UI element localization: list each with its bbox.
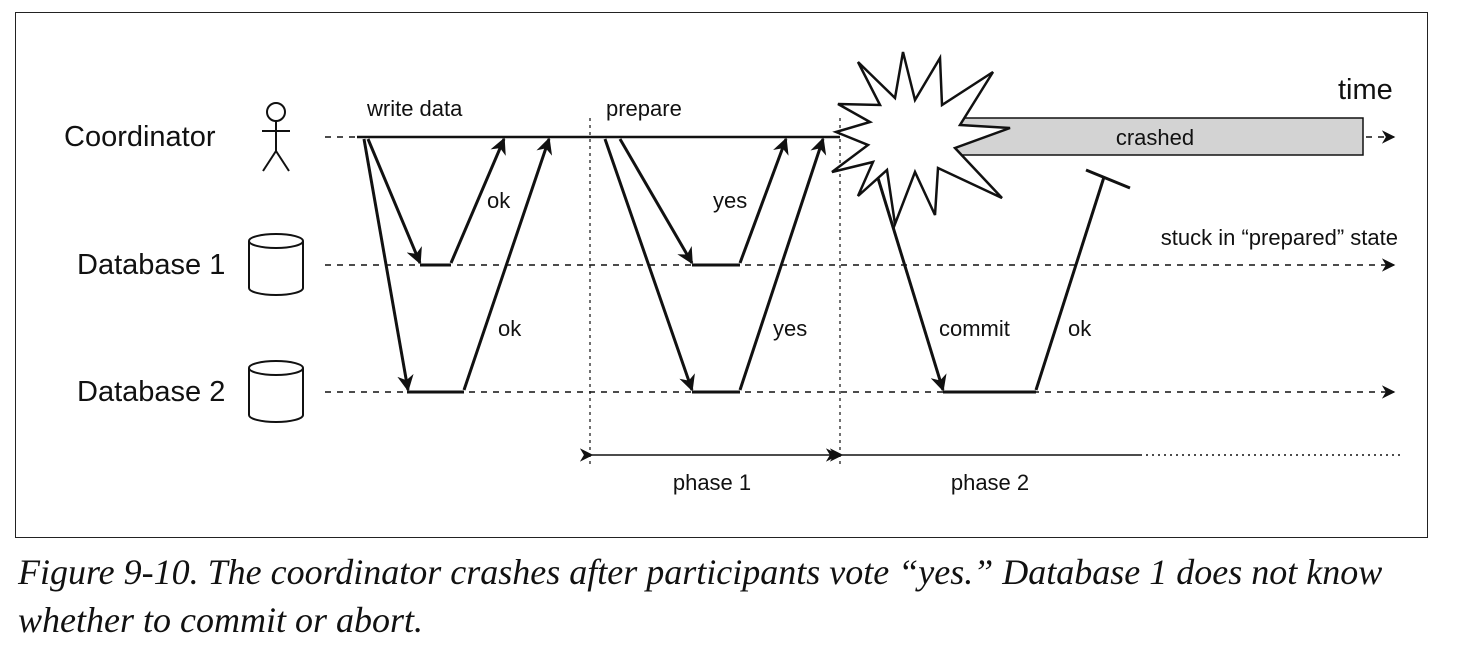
time-label: time xyxy=(1338,74,1393,106)
ok-db2-label: ok xyxy=(498,316,522,341)
yes-from-db2-arrow xyxy=(738,137,827,391)
write-data-label: write data xyxy=(366,96,463,121)
write-data-to-db1-arrow xyxy=(366,138,422,265)
crash-explosion-icon xyxy=(831,51,1011,229)
commit-to-db2-arrow xyxy=(864,138,947,392)
prepare-to-db1-arrow xyxy=(618,138,694,265)
lost-message-x-mark xyxy=(1085,168,1131,190)
ok-from-db1-arrow xyxy=(449,137,506,264)
ok-commit-label: ok xyxy=(1068,316,1092,341)
database2-cylinder-icon xyxy=(248,360,304,423)
write-data-to-db2-arrow xyxy=(362,138,414,392)
phase1-label: phase 1 xyxy=(673,470,751,495)
yes-db2-label: yes xyxy=(773,316,807,341)
yes-db1-label: yes xyxy=(713,188,747,213)
ok-from-db2-arrow xyxy=(462,137,553,391)
lane-label-database1: Database 1 xyxy=(77,249,225,281)
figure-caption: Figure 9-10. The coordinator crashes aft… xyxy=(18,552,1383,640)
phase2-label: phase 2 xyxy=(951,470,1029,495)
prepare-label: prepare xyxy=(606,96,682,121)
commit-label: commit xyxy=(939,316,1010,341)
database1-cylinder-icon xyxy=(248,233,304,296)
ok-from-db2-lost-arrow xyxy=(1034,176,1106,391)
lane-label-coordinator: Coordinator xyxy=(64,121,216,153)
crashed-label: crashed xyxy=(1116,125,1194,150)
ok-db1-label: ok xyxy=(487,188,511,213)
prepare-to-db2-arrow xyxy=(603,138,695,392)
yes-from-db1-arrow xyxy=(738,137,789,264)
coordinator-person-icon xyxy=(262,102,290,172)
stuck-state-label: stuck in “prepared” state xyxy=(1161,225,1398,250)
crashed-bar xyxy=(949,117,1364,156)
lane-label-database2: Database 2 xyxy=(77,376,225,408)
